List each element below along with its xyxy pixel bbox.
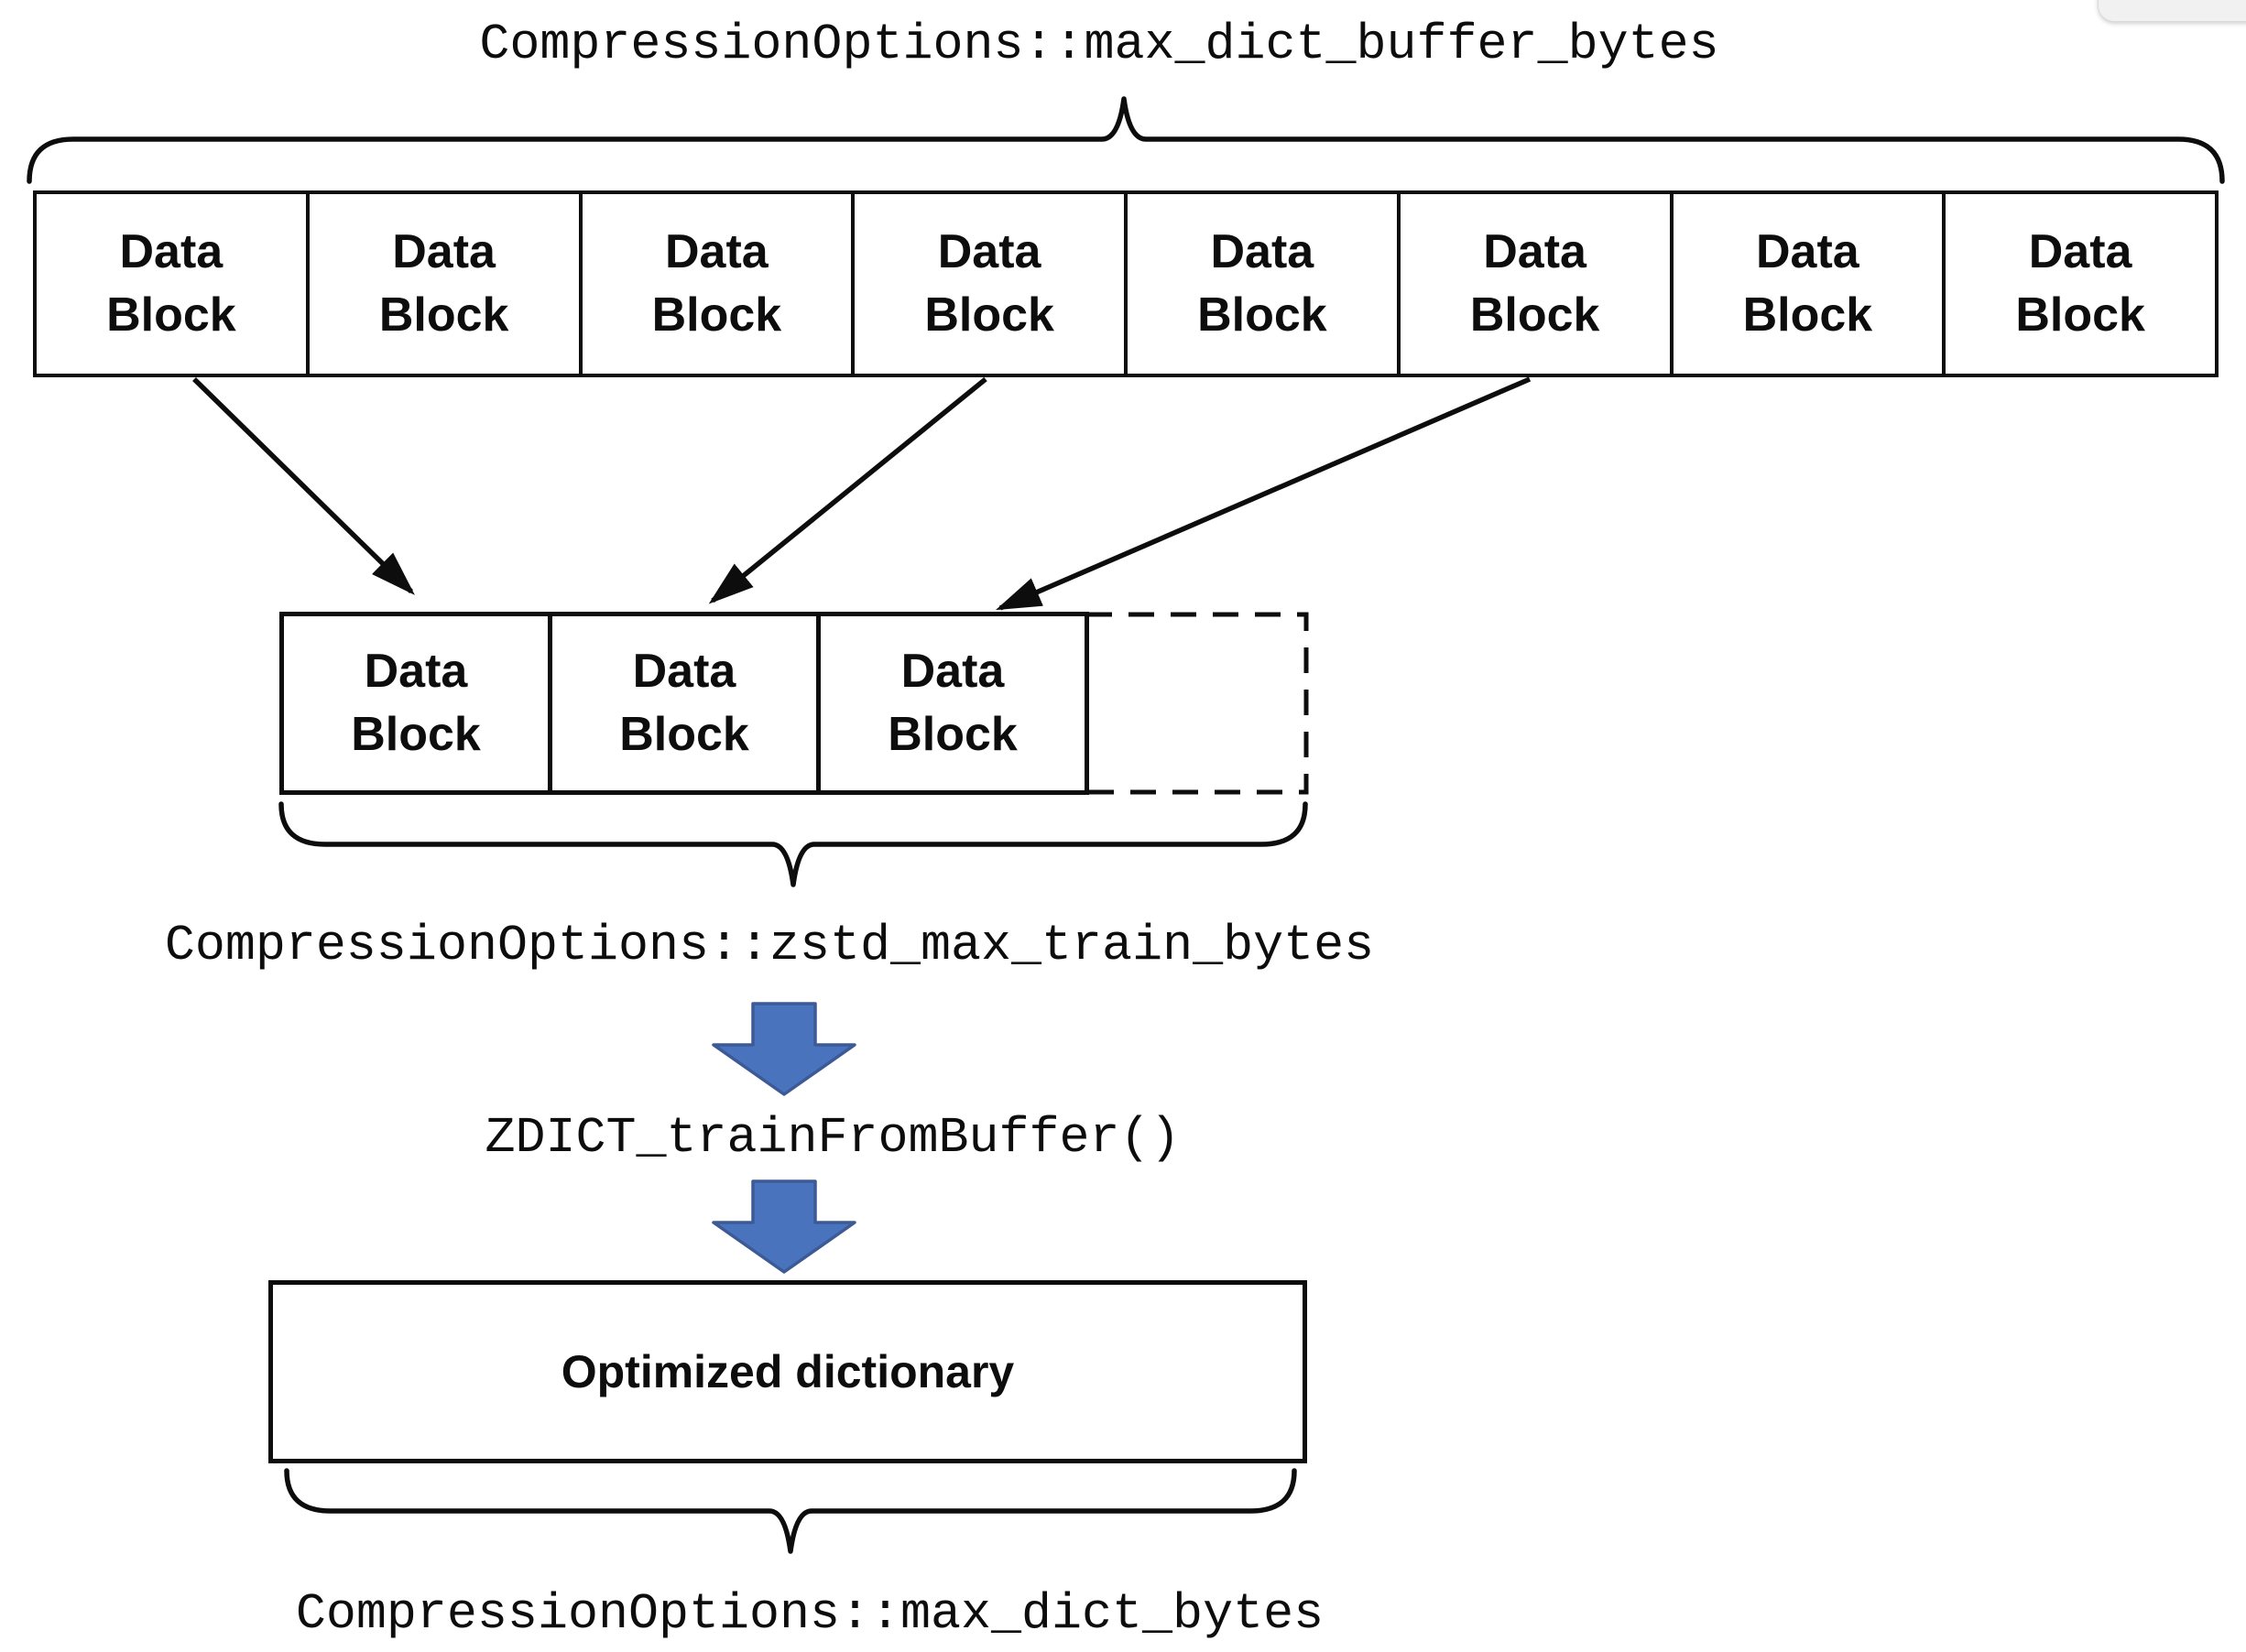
data-block-label: Data Block bbox=[351, 645, 481, 761]
title-max-dict-buffer-bytes: CompressionOptions::max_dict_buffer_byte… bbox=[479, 16, 1719, 73]
blue-down-arrow-2-icon bbox=[712, 1179, 856, 1274]
data-block-label: Data Block bbox=[2015, 225, 2145, 342]
brace-max-dict-bytes bbox=[284, 1468, 1297, 1554]
sample-arrow-3-icon bbox=[995, 376, 1532, 611]
brace-max-dict-buffer-bytes bbox=[27, 96, 2225, 184]
corner-ui-fragment bbox=[2098, 0, 2246, 22]
data-block-label: Data Block bbox=[378, 225, 509, 342]
buffer-row: Data Block Data Block Data Block Data Bl… bbox=[33, 190, 2219, 377]
label-zdict-train-from-buffer: ZDICT_trainFromBuffer() bbox=[485, 1109, 1181, 1167]
train-row-empty-slot bbox=[1084, 612, 1309, 795]
data-block-label: Data Block bbox=[924, 225, 1054, 342]
data-block-label: Data Block bbox=[1742, 225, 1873, 342]
sample-arrow-1-icon bbox=[192, 377, 415, 595]
train-data-block-1: Data Block bbox=[284, 616, 548, 790]
data-block-label: Data Block bbox=[651, 225, 782, 342]
buffer-data-block-5: Data Block bbox=[1124, 194, 1397, 374]
optimized-dictionary-box: Optimized dictionary bbox=[268, 1280, 1307, 1463]
buffer-data-block-4: Data Block bbox=[851, 194, 1124, 374]
blue-down-arrow-1-icon bbox=[712, 1002, 856, 1096]
buffer-data-block-3: Data Block bbox=[578, 194, 852, 374]
data-block-label: Data Block bbox=[1197, 225, 1327, 342]
buffer-data-block-1: Data Block bbox=[37, 194, 306, 374]
buffer-data-block-2: Data Block bbox=[305, 194, 579, 374]
sample-arrow-2-icon bbox=[708, 376, 987, 604]
brace-zstd-max-train-bytes bbox=[278, 801, 1308, 887]
train-row: Data Block Data Block Data Block bbox=[279, 612, 1089, 795]
data-block-label: Data Block bbox=[888, 645, 1018, 761]
label-zstd-max-train-bytes: CompressionOptions::zstd_max_train_bytes bbox=[164, 917, 1375, 974]
data-block-label: Data Block bbox=[619, 645, 749, 761]
data-block-label: Data Block bbox=[106, 225, 236, 342]
buffer-data-block-6: Data Block bbox=[1396, 194, 1670, 374]
buffer-data-block-7: Data Block bbox=[1669, 194, 1943, 374]
train-data-block-2: Data Block bbox=[548, 616, 816, 790]
optimized-dictionary-label: Optimized dictionary bbox=[561, 1346, 1015, 1397]
label-max-dict-bytes: CompressionOptions::max_dict_bytes bbox=[295, 1585, 1325, 1643]
data-block-label: Data Block bbox=[1469, 225, 1600, 342]
buffer-data-block-8: Data Block bbox=[1942, 194, 2215, 374]
train-data-block-3: Data Block bbox=[816, 616, 1085, 790]
